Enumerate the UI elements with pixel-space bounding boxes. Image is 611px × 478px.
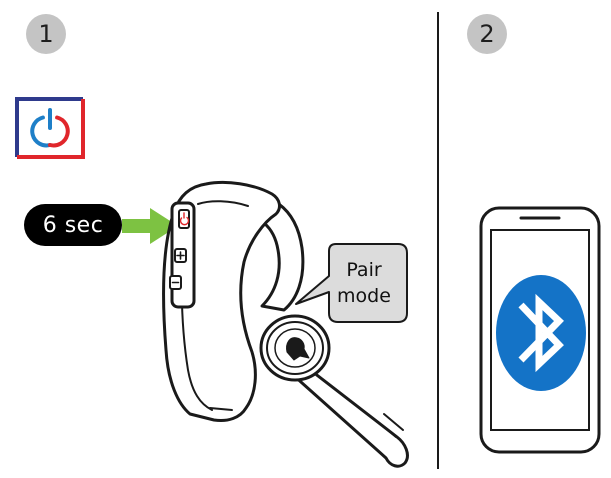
step-2-number: 2 [479,20,495,48]
bluetooth-headset-illustration [162,180,409,468]
pair-mode-callout: Pair mode [323,244,405,322]
panel-divider [437,12,439,469]
pair-mode-line-1: Pair [346,259,382,281]
power-button-icon [15,97,85,159]
pair-mode-callout-bubble [295,243,408,323]
pair-mode-line-2: mode [337,285,391,307]
step-1-badge: 1 [26,14,66,54]
bluetooth-icon [496,275,586,391]
step-2-badge: 2 [467,14,507,54]
hold-duration-text: 6 sec [42,212,104,238]
hold-duration-label: 6 sec [24,204,122,246]
green-arrow-icon [122,208,178,244]
step-1-number: 1 [38,20,54,48]
